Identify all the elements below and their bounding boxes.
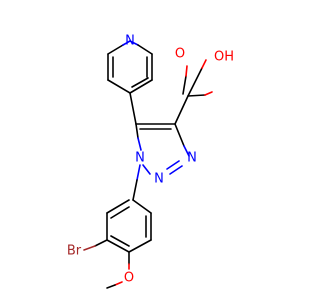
bond: [166, 160, 180, 170]
bond: [136, 164, 141, 181]
pyridine-ring: [107, 40, 153, 94]
atom-label-hydroxyl: OH: [214, 50, 234, 65]
bond: [174, 123, 185, 147]
bond: [110, 235, 130, 247]
bond: [114, 281, 123, 286]
atom-label-bromine: Br: [67, 244, 82, 259]
bond: [183, 145, 190, 157]
atom-label-methoxy-o: O: [124, 271, 134, 286]
bond: [131, 77, 149, 88]
benzene-ring: [106, 199, 152, 253]
atom-label-triazole-n2: N: [154, 172, 164, 187]
bond: [187, 67, 203, 97]
bond: [174, 95, 189, 125]
structure-canvas: N O OH N N N Br O: [67, 34, 234, 289]
carboxylic-acid: [174, 59, 213, 125]
bond: [94, 239, 108, 247]
bond: [169, 165, 183, 175]
bond: [204, 91, 213, 96]
bond: [137, 44, 153, 55]
bond: [107, 79, 131, 94]
molecule-diagram: N O OH N N N Br O: [67, 34, 234, 289]
bond: [187, 94, 206, 97]
atom-label-pyridine-n: N: [125, 34, 135, 49]
bond: [132, 199, 152, 214]
bond: [106, 284, 116, 289]
bond: [83, 245, 96, 251]
bond: [129, 79, 153, 94]
atom-label-triazole-n1: N: [135, 151, 145, 166]
bond: [142, 164, 151, 175]
bond: [106, 199, 130, 214]
atom-label-carbonyl-o: O: [175, 47, 185, 62]
bond: [185, 65, 188, 77]
bond: [137, 137, 142, 151]
bond: [106, 239, 130, 253]
bond: [135, 123, 139, 139]
bond: [107, 44, 124, 55]
atom-label-triazole-n3: N: [187, 151, 197, 166]
bond: [110, 206, 130, 219]
bond: [182, 75, 187, 95]
bond: [129, 40, 139, 46]
triazole-ring: [135, 123, 190, 175]
bond: [201, 59, 207, 69]
bond: [128, 239, 152, 253]
bond: [122, 40, 131, 46]
bond: [132, 179, 138, 201]
bond: [129, 92, 137, 125]
